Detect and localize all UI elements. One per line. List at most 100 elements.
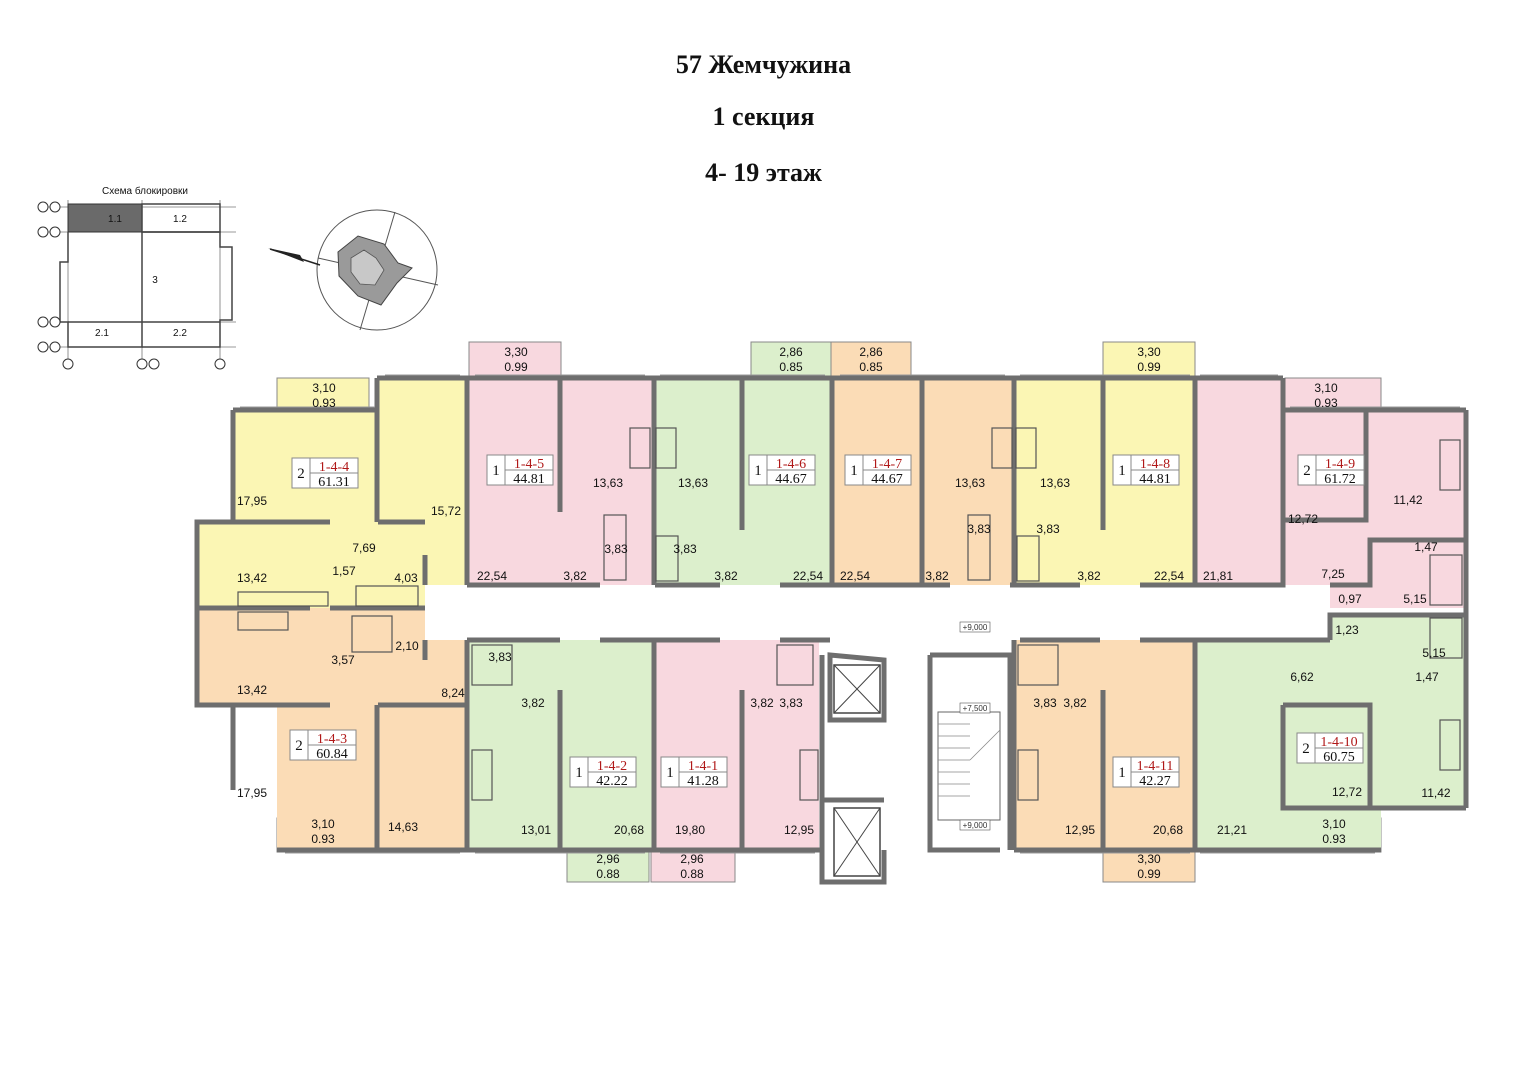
apartment-fills <box>197 378 1466 850</box>
scheme-label: 2.2 <box>173 328 187 339</box>
apartment-number: 1-4-3 <box>317 732 347 747</box>
room-area: 0.99 <box>1137 867 1161 881</box>
room-area: 13,42 <box>237 571 267 585</box>
scheme-label: 1.2 <box>173 214 187 225</box>
room-area: 3,83 <box>1036 522 1060 536</box>
apartment-area: 42.22 <box>596 774 628 789</box>
apartment-tag: 1 1-4-8 44.81 <box>1112 454 1180 487</box>
room-area: 3,82 <box>1077 569 1101 583</box>
scheme-label: 3 <box>152 275 158 286</box>
section-title: 1 секция <box>712 102 815 131</box>
room-area: 22,54 <box>793 569 823 583</box>
apartment-rooms: 1 <box>754 463 762 479</box>
apartment-area: 60.84 <box>316 747 348 762</box>
fixtures <box>237 427 1463 801</box>
room-area: 3,57 <box>331 653 355 667</box>
level-mark: +9,000 <box>963 821 988 830</box>
room-area: 3,82 <box>750 696 774 710</box>
room-area: 3,10 <box>311 817 335 831</box>
room-area: 3,30 <box>1137 345 1161 359</box>
room-area: 13,01 <box>521 823 551 837</box>
room-area: 1,47 <box>1415 670 1439 684</box>
apartment-tag: 1 1-4-7 44.67 <box>844 454 912 487</box>
room-area: 2,86 <box>859 345 883 359</box>
apartment-number: 1-4-10 <box>1320 735 1357 750</box>
room-area: 0.88 <box>596 867 620 881</box>
block-scheme: Схема блокировки 1.1 1.2 3 2.1 2.2 <box>37 185 236 370</box>
apartment-rooms: 1 <box>1118 765 1126 781</box>
room-area: 0.93 <box>312 396 336 410</box>
apartment-area: 61.31 <box>318 475 350 490</box>
apartment-tag: 2 1-4-3 60.84 <box>289 729 357 762</box>
room-area: 1,23 <box>1335 623 1359 637</box>
room-area: 12,95 <box>784 823 814 837</box>
apartment-number: 1-4-5 <box>514 457 544 472</box>
room-area: 3,82 <box>1063 696 1087 710</box>
room-area: 0.93 <box>311 832 335 846</box>
apartment-area: 60.75 <box>1323 750 1355 765</box>
room-area: 2,96 <box>596 852 620 866</box>
room-area: 22,54 <box>1154 569 1184 583</box>
apartment-tag: 2 1-4-9 61.72 <box>1297 454 1365 487</box>
apartment-number: 1-4-4 <box>319 460 349 475</box>
room-area: 3,82 <box>521 696 545 710</box>
room-area: 20,68 <box>1153 823 1183 837</box>
apartment-rooms: 1 <box>492 463 500 479</box>
windows <box>240 374 1460 854</box>
room-area: 22,54 <box>840 569 870 583</box>
room-area: 0.93 <box>1322 832 1346 846</box>
room-area: 0.85 <box>779 360 803 374</box>
apartment-area: 44.67 <box>871 472 903 487</box>
room-area: 21,81 <box>1203 569 1233 583</box>
room-area: 17,95 <box>237 786 267 800</box>
apartment-number: 1-4-6 <box>776 457 806 472</box>
apartment-tag: 1 1-4-1 41.28 <box>660 756 728 789</box>
room-area: 22,54 <box>477 569 507 583</box>
apartment-tag: 2 1-4-10 60.75 <box>1296 732 1364 765</box>
apartment-area: 42.27 <box>1139 774 1171 789</box>
room-area: 12,95 <box>1065 823 1095 837</box>
apartment-number: 1-4-1 <box>688 759 718 774</box>
room-area: 6,62 <box>1290 670 1314 684</box>
scheme-label: 1.1 <box>108 214 122 225</box>
room-area: 3,82 <box>714 569 738 583</box>
apartment-number: 1-4-2 <box>597 759 627 774</box>
room-area: 13,63 <box>593 476 623 490</box>
apartment-tag: 1 1-4-2 42.22 <box>569 756 637 789</box>
room-area-labels: 3,10 0.93 17,95 15,72 7,69 13,42 1,57 4,… <box>237 345 1451 881</box>
lift-shaft-1 <box>833 664 881 714</box>
room-area: 3,10 <box>1322 817 1346 831</box>
room-area: 2,96 <box>680 852 704 866</box>
room-area: 2,10 <box>395 639 419 653</box>
room-area: 3,83 <box>604 542 628 556</box>
room-area: 5,15 <box>1422 646 1446 660</box>
room-area: 0.99 <box>1137 360 1161 374</box>
apartment-area: 44.81 <box>513 472 545 487</box>
apartment-tag: 1 1-4-5 44.81 <box>486 454 554 487</box>
floor-range-title: 4- 19 этаж <box>705 158 822 187</box>
apartment-area: 41.28 <box>687 774 719 789</box>
room-area: 0.99 <box>504 360 528 374</box>
room-area: 3,30 <box>1137 852 1161 866</box>
scheme-block-highlight <box>67 203 143 233</box>
apartment-number: 1-4-11 <box>1137 759 1174 774</box>
room-area: 15,72 <box>431 504 461 518</box>
room-area: 0.88 <box>680 867 704 881</box>
room-area: 7,25 <box>1321 567 1345 581</box>
stair-core <box>833 664 1001 877</box>
room-area: 0.85 <box>859 360 883 374</box>
room-area: 13,63 <box>1040 476 1070 490</box>
room-area: 3,83 <box>779 696 803 710</box>
apartment-rooms: 1 <box>666 765 674 781</box>
level-mark: +7,500 <box>963 704 988 713</box>
room-area: 1,57 <box>332 564 356 578</box>
wind-rose <box>268 209 439 331</box>
apartment-rooms: 2 <box>1302 741 1310 757</box>
apartment-area: 61.72 <box>1324 472 1356 487</box>
room-area: 17,95 <box>237 494 267 508</box>
room-area: 13,42 <box>237 683 267 697</box>
room-area: 3,10 <box>312 381 336 395</box>
room-area: 20,68 <box>614 823 644 837</box>
apartment-tag: 1 1-4-11 42.27 <box>1112 756 1180 789</box>
